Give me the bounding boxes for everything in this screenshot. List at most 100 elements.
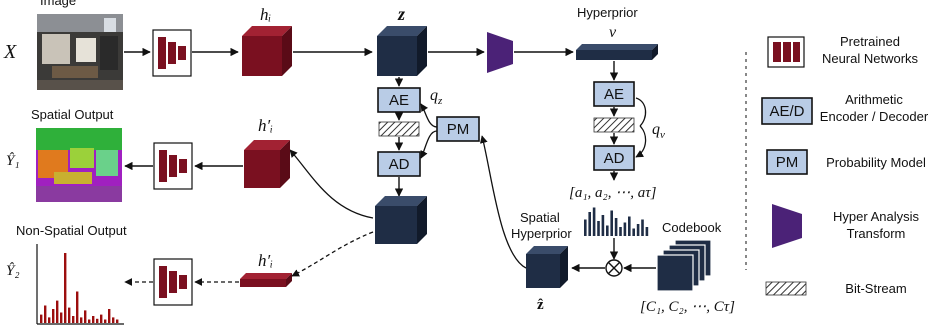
spatial-hyperprior-cube — [526, 246, 568, 288]
non-spatial-bar — [88, 319, 91, 323]
non-spatial-bar — [80, 317, 83, 323]
codebook-stack — [656, 239, 712, 292]
ad-left-label: AD — [389, 156, 410, 173]
c-sequence-label: [C₁, C₂, ⋯, Cτ] — [640, 299, 735, 315]
hyper-bar — [588, 212, 591, 236]
hyper-bar — [597, 221, 600, 236]
segmentation-output — [36, 128, 122, 202]
non-spatial-bar — [40, 314, 43, 323]
arithmetic-decoder-left: AD — [377, 151, 421, 177]
h-i-label: hᵢ — [260, 5, 271, 24]
legend-hyper-icon — [772, 204, 802, 248]
non-spatial-bar — [76, 291, 79, 323]
legend-aed-line1: Arithmetic — [845, 92, 903, 107]
legend-pm-box-label: PM — [776, 154, 799, 171]
bitstream-left — [378, 121, 420, 137]
q-v-label: qv — [652, 121, 665, 141]
arithmetic-decoder-right: AD — [593, 145, 635, 171]
legend-bitstream-icon — [765, 281, 807, 296]
y2-label: Ŷ₂ — [6, 262, 20, 279]
legend-pretrained-icon — [767, 36, 805, 68]
v-label: v — [609, 24, 617, 41]
non-spatial-bar — [112, 317, 115, 323]
arithmetic-encoder-right: AE — [593, 81, 635, 107]
codebook-label: Codebook — [662, 220, 722, 235]
y1-label: Ŷ₁ — [6, 152, 20, 169]
legend-pretrained-line1: Pretrained — [840, 34, 900, 49]
hyper-bar — [641, 219, 644, 236]
non-spatial-histogram — [36, 244, 124, 325]
hyperprior-label: Hyperprior — [577, 5, 638, 20]
hyper-bar — [606, 225, 609, 236]
hyper-bar — [592, 207, 596, 236]
spatial-hyperprior-label-2: Hyperprior — [511, 226, 572, 241]
legend-bitstream-text: Bit-Stream — [845, 281, 906, 296]
non-spatial-bar — [92, 316, 95, 323]
feature-cube-h-i — [242, 26, 292, 76]
hyper-bar — [628, 216, 631, 236]
legend-pretrained-line2: Neural Networks — [822, 51, 919, 66]
non-spatial-bar — [56, 300, 59, 323]
arithmetic-encoder-left: AE — [377, 87, 421, 113]
non-spatial-bar — [44, 305, 47, 323]
z-hat-label: ẑ — [537, 297, 544, 313]
feature-cube-h-i-prime — [244, 140, 290, 188]
legend-aed-line2: Encoder / Decoder — [820, 109, 929, 124]
legend-hyper-line1: Hyper Analysis — [833, 209, 919, 224]
z-label: z — [397, 4, 405, 24]
legend-pm-icon: PM — [766, 149, 808, 175]
non-spatial-bar — [52, 309, 55, 323]
hyper-bar — [614, 218, 618, 236]
legend-hyper-line2: Transform — [847, 226, 906, 241]
legend-pm-text: Probability Model — [826, 155, 926, 170]
non-spatial-bar — [84, 310, 87, 323]
non-spatial-bar — [48, 317, 51, 323]
multiply-operator — [605, 259, 623, 277]
q-z-label: qz — [430, 87, 443, 107]
latent-cube-z — [377, 26, 427, 76]
feature-slab-h-i-prime — [240, 273, 292, 287]
image-label: Image — [40, 0, 76, 8]
hyper-bar — [645, 227, 649, 236]
hyper-bar — [632, 228, 635, 236]
ad-right-label: AD — [604, 150, 625, 167]
reconstructed-latent-cube — [375, 196, 427, 244]
ae-left-label: AE — [389, 92, 409, 109]
hyper-bar — [623, 222, 627, 236]
pretrained-network-3 — [153, 258, 193, 306]
hyper-bar — [636, 224, 640, 236]
legend-aed-icon: AE/D — [761, 97, 813, 125]
pm-label: PM — [447, 121, 470, 138]
hyper-histogram — [584, 207, 649, 236]
hyper-bar — [619, 227, 622, 236]
ae-right-label: AE — [604, 86, 624, 103]
legend-aed-box-label: AE/D — [769, 103, 804, 120]
non-spatial-bar — [104, 319, 107, 323]
non-spatial-bar — [100, 314, 103, 323]
h-i-prime-top-label: h′ᵢ — [258, 116, 273, 135]
hyper-analysis-transform — [487, 32, 513, 73]
a-sequence-label: [a₁, a₂, ⋯, aτ] — [569, 185, 657, 201]
non-spatial-bar — [96, 318, 99, 323]
spatial-hyperprior-label-1: Spatial — [520, 210, 560, 225]
pretrained-network-2 — [153, 142, 193, 190]
non-spatial-bar — [116, 319, 119, 323]
probability-model: PM — [436, 116, 480, 142]
non-spatial-bar — [60, 312, 63, 323]
non-spatial-bar — [72, 316, 75, 323]
non-spatial-bar — [108, 309, 111, 323]
input-image — [37, 14, 123, 90]
hyper-bar — [610, 210, 613, 236]
non-spatial-bar — [68, 307, 71, 323]
hyperprior-v-slab — [576, 44, 658, 60]
hyper-bar — [601, 215, 605, 236]
bitstream-right — [593, 117, 635, 133]
spatial-output-label: Spatial Output — [31, 107, 114, 122]
non-spatial-bar — [64, 253, 67, 323]
x-input-label: X — [3, 41, 17, 63]
pretrained-network-1 — [152, 29, 192, 77]
non-spatial-output-label: Non-Spatial Output — [16, 223, 127, 238]
h-i-prime-bottom-label: h′ᵢ — [258, 251, 273, 270]
hyper-bar — [584, 219, 587, 236]
